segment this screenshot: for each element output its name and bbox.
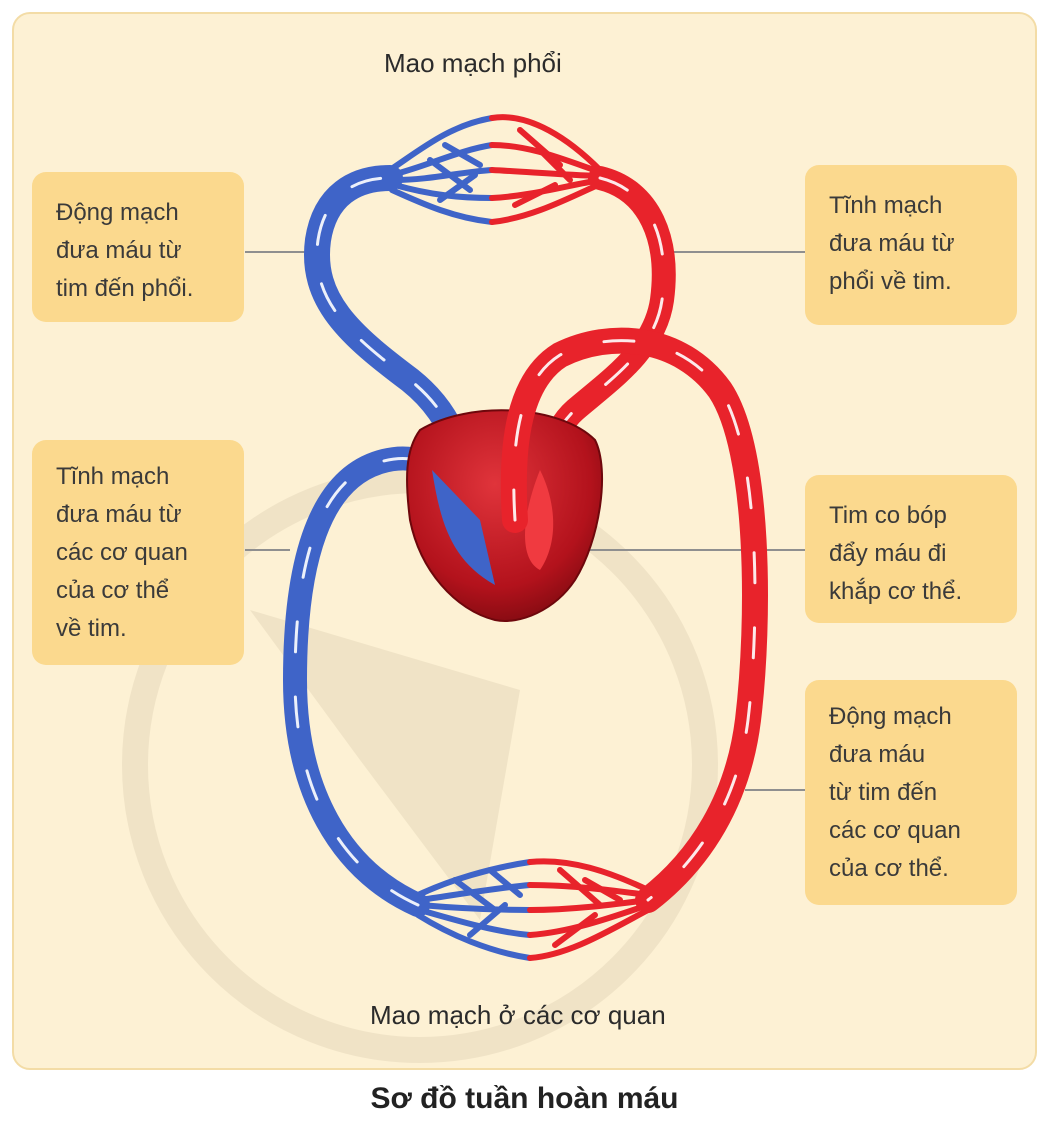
diagram-caption: Sơ đồ tuần hoàn máu <box>0 1082 1049 1116</box>
callout-pulmonary-vein: Tĩnh mạch đưa máu từ phổi về tim. <box>805 165 1017 325</box>
callout-heart: Tim co bóp đẩy máu đi khắp cơ thể. <box>805 475 1017 623</box>
pulmonary-capillaries-label: Mao mạch phổi <box>384 48 562 79</box>
pulmonary-capillaries <box>390 117 600 222</box>
callout-pulmonary-artery: Động mạch đưa máu từ tim đến phổi. <box>32 172 244 322</box>
systemic-capillaries-label: Mao mạch ở các cơ quan <box>370 1000 666 1031</box>
callout-systemic-vein: Tĩnh mạch đưa máu từ các cơ quan của cơ … <box>32 440 244 665</box>
callout-systemic-artery: Động mạch đưa máu từ tim đến các cơ quan… <box>805 680 1017 905</box>
